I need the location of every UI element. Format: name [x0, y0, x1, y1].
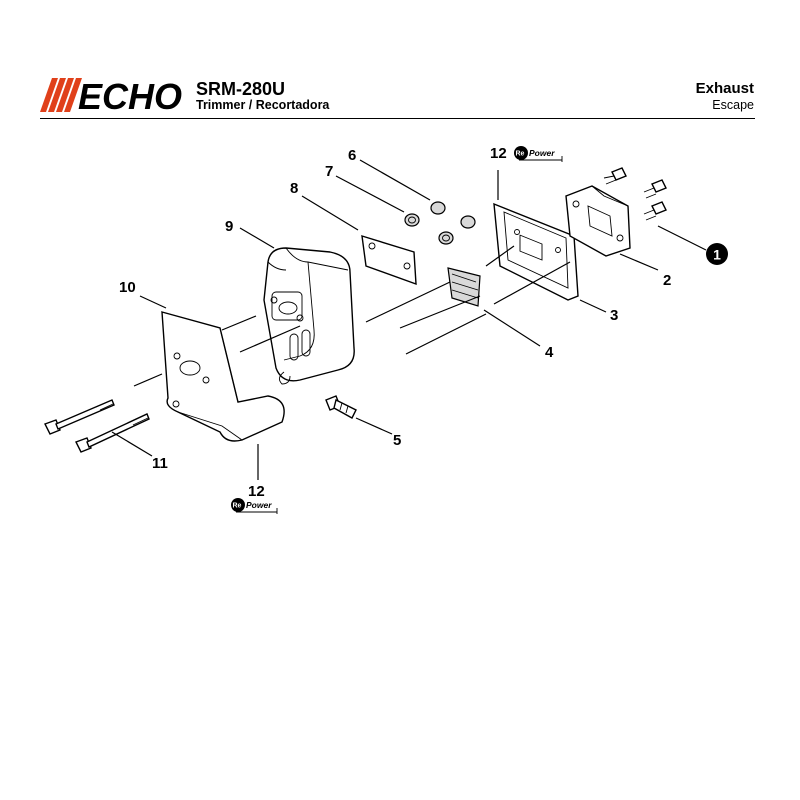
callout-12-bottom: 12	[248, 483, 265, 500]
part-5-bolt	[325, 395, 357, 419]
callout-8: 8	[290, 180, 298, 197]
callout-11: 11	[152, 455, 168, 472]
repower-re-top: Re	[516, 151, 525, 158]
repower-mark-top: Re Power	[514, 146, 563, 162]
echo-logo: ECHO	[40, 78, 182, 112]
part-9-muffler	[263, 247, 355, 385]
callout-5: 5	[393, 432, 401, 449]
part-4-screen	[447, 267, 481, 307]
model-subtitle: Trimmer / Recortadora	[196, 98, 330, 112]
callout-7: 7	[325, 163, 333, 180]
callout-12-top: 12	[490, 145, 507, 162]
repower-mark-bottom: Re Power	[231, 498, 278, 514]
logo-wordmark: ECHO	[78, 78, 182, 112]
model-name: SRM-280U	[196, 79, 286, 99]
callout-9: 9	[225, 218, 233, 235]
repower-power-top: Power	[529, 148, 555, 158]
part-2-cover	[565, 185, 631, 257]
part-8-gasket	[361, 235, 417, 286]
part-11-bolts	[44, 399, 150, 453]
callout-4: 4	[545, 344, 554, 361]
callout-1: 1	[713, 247, 721, 263]
header-rule	[40, 118, 755, 119]
callout-2: 2	[663, 272, 671, 289]
section-subtitle: Escape	[712, 98, 754, 112]
part-1-screws	[603, 167, 667, 221]
callout-6: 6	[348, 147, 356, 164]
repower-re-bottom: Re	[233, 503, 242, 510]
repower-power-bottom: Power	[246, 500, 272, 510]
callout-10: 10	[119, 279, 136, 296]
part-3-bracket	[493, 202, 579, 301]
callout-3: 3	[610, 307, 618, 324]
section-title: Exhaust	[695, 80, 754, 97]
leader-lines	[111, 159, 707, 480]
callout-1-badge: 1	[706, 243, 728, 265]
part-6-washers	[430, 201, 476, 229]
part-7-nuts	[404, 213, 454, 245]
part-10-heat-shield	[161, 311, 285, 442]
